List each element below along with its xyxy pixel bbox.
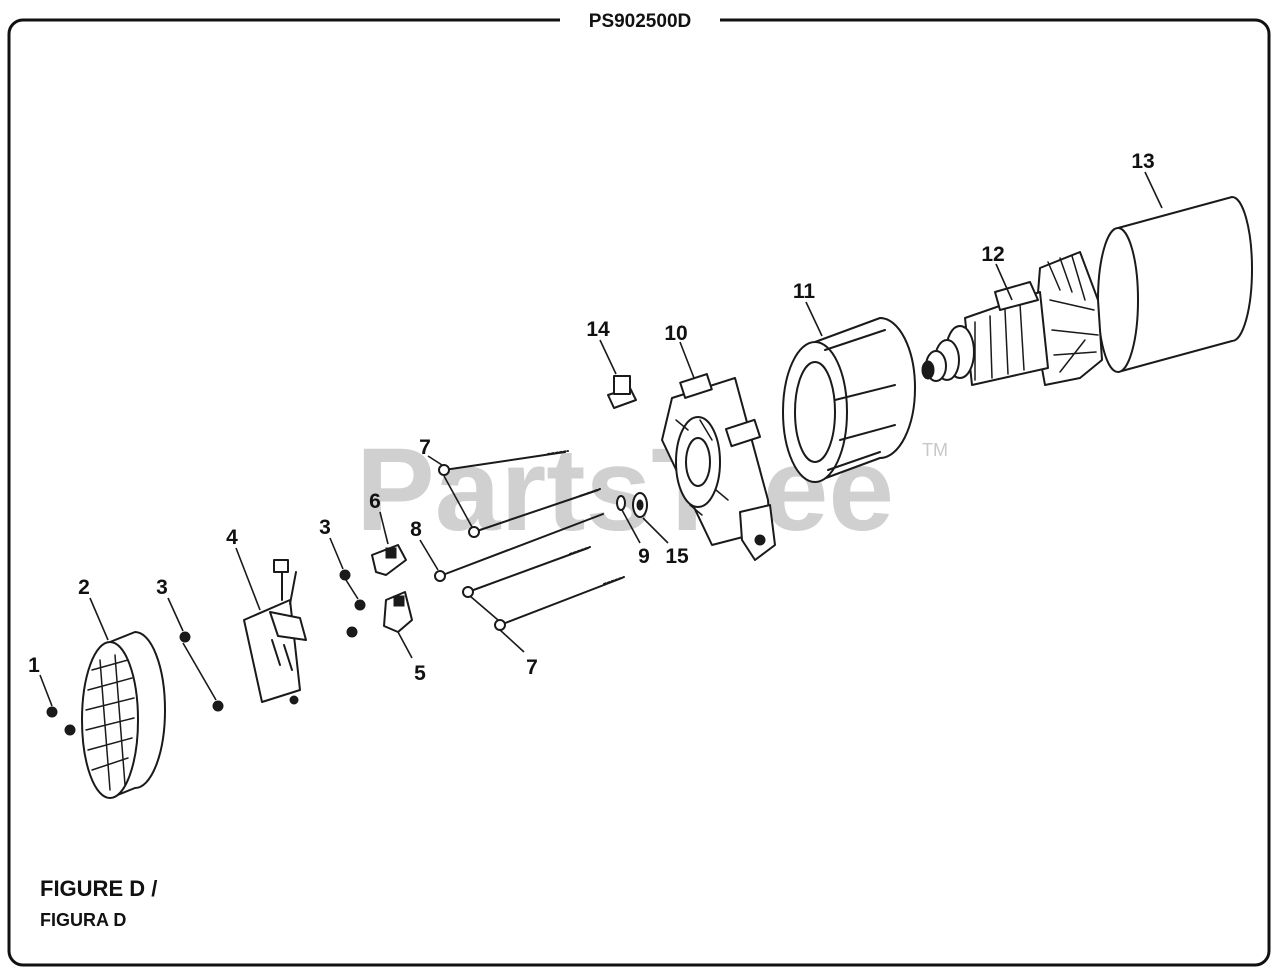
callout-15: 15 <box>665 545 689 568</box>
part-12-rotor[interactable] <box>921 251 1103 386</box>
part-6-brush-holder[interactable] <box>371 544 407 576</box>
part-7-through-bolts[interactable] <box>438 450 625 631</box>
part-3-screws-mid[interactable] <box>339 569 366 638</box>
part-9-nut[interactable] <box>616 495 626 511</box>
callout-10: 10 <box>664 322 687 345</box>
part-13-end-cover[interactable] <box>1097 196 1253 373</box>
watermark-trademark: TM <box>922 440 948 460</box>
callout-5: 5 <box>414 662 426 685</box>
leader-lines <box>39 171 1163 707</box>
part-1-screws[interactable] <box>46 706 76 736</box>
part-5-bracket[interactable] <box>383 591 413 633</box>
part-2-grille-cover[interactable] <box>81 631 166 799</box>
callout-11: 11 <box>793 280 816 303</box>
figure-caption-english: FIGURE D / <box>40 876 157 901</box>
part-11-stator[interactable] <box>782 317 916 483</box>
callout-14: 14 <box>586 318 610 341</box>
part-15-washer[interactable] <box>632 492 648 518</box>
callout-8: 8 <box>410 518 422 541</box>
callout-7-top: 7 <box>419 436 431 459</box>
callout-6: 6 <box>369 490 381 513</box>
part-14-plug[interactable] <box>607 375 637 409</box>
part-4-avr-module[interactable] <box>243 559 307 705</box>
header-label-bg <box>560 6 720 34</box>
callout-9: 9 <box>638 545 650 568</box>
callout-1: 1 <box>28 654 40 677</box>
callout-7-bottom: 7 <box>526 656 538 679</box>
part-3-screws-left[interactable] <box>179 631 224 712</box>
callout-2: 2 <box>78 576 90 599</box>
callout-3-left: 3 <box>156 576 168 599</box>
callout-3-mid: 3 <box>319 516 331 539</box>
part-8-rod[interactable] <box>434 513 604 582</box>
figure-caption-spanish: FIGURA D <box>40 910 126 930</box>
callout-13: 13 <box>1131 150 1154 173</box>
callout-12: 12 <box>981 243 1004 266</box>
model-number: PS902500D <box>589 11 691 32</box>
callout-4: 4 <box>226 526 238 549</box>
part-10-bearing-bracket[interactable] <box>661 373 776 561</box>
